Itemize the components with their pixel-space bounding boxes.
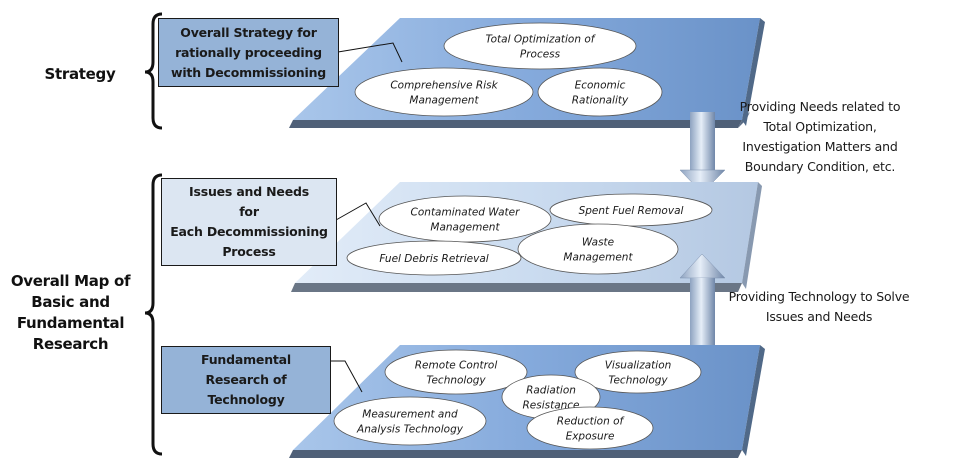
item-ellipse xyxy=(574,350,702,394)
box-line: Research of xyxy=(205,372,287,387)
item-label: Contaminated Water xyxy=(411,207,521,219)
item-label: Visualization xyxy=(605,360,672,372)
item-label: Rationality xyxy=(572,95,629,107)
strategy-side-label: Strategy xyxy=(44,65,116,83)
item-label: Process xyxy=(520,49,561,61)
item-ellipse xyxy=(517,223,679,275)
box-line: with Decommissioning xyxy=(170,64,327,80)
note-line: Boundary Condition, etc. xyxy=(744,159,896,174)
box-line: Issues and Needs xyxy=(189,184,309,199)
overall-map-side-label: Overall Map of Basic and Fundamental Res… xyxy=(8,271,133,355)
item-ellipse xyxy=(537,67,663,117)
issues-item: Fuel Debris Retrieval xyxy=(346,240,522,276)
overall-map-brace xyxy=(144,173,163,456)
item-label: Radiation xyxy=(526,385,576,397)
item-ellipse xyxy=(333,396,487,446)
item-label: Technology xyxy=(426,375,486,387)
box-line: Each Decommissioning xyxy=(170,224,328,239)
item-ellipse xyxy=(346,240,522,276)
item-label: Management xyxy=(409,95,479,107)
item-label: Economic xyxy=(575,80,626,92)
fundamental-connector xyxy=(330,360,363,393)
note-line: Investigation Matters and xyxy=(742,139,898,154)
box-line: Technology xyxy=(207,392,285,407)
item-label: Management xyxy=(563,252,633,264)
note-line: Total Optimization, xyxy=(763,119,877,134)
item-label: Reduction of xyxy=(557,416,626,428)
box-line: rationally proceeding xyxy=(175,44,322,60)
item-label: Measurement and xyxy=(362,409,458,421)
issues-item: Spent Fuel Removal xyxy=(549,193,713,227)
fundamental-item: Reduction of Exposure xyxy=(526,406,654,450)
item-label: Management xyxy=(430,222,500,234)
item-label: Analysis Technology xyxy=(356,424,464,436)
item-label: Technology xyxy=(608,375,668,387)
item-label: Comprehensive Risk xyxy=(390,80,498,92)
down-arrow xyxy=(679,112,726,194)
item-ellipse xyxy=(354,67,534,117)
strategy-item: Total Optimization of Process xyxy=(443,22,637,70)
item-label: Total Optimization of xyxy=(486,34,597,46)
item-ellipse xyxy=(526,406,654,450)
box-line: Fundamental xyxy=(201,352,291,367)
note-line: Providing Technology to Solve xyxy=(728,289,910,304)
item-label: Fuel Debris Retrieval xyxy=(379,253,488,265)
up-arrow-note: Providing Technology to Solve Issues and… xyxy=(712,287,926,327)
overall-map-line: Research xyxy=(32,335,109,353)
item-label: Spent Fuel Removal xyxy=(579,205,684,217)
item-ellipse xyxy=(384,349,528,395)
item-label: Remote Control xyxy=(415,360,498,372)
issues-connector xyxy=(335,202,381,227)
box-line: Overall Strategy for xyxy=(180,24,317,40)
down-arrow-note: Providing Needs related to Total Optimiz… xyxy=(720,97,920,177)
issues-category-box: Issues and Needs for Each Decommissionin… xyxy=(161,178,337,266)
fundamental-category-box: Fundamental Research of Technology xyxy=(161,346,331,414)
item-ellipse xyxy=(443,22,637,70)
note-line: Issues and Needs xyxy=(765,309,873,324)
strategy-category-box: Overall Strategy for rationally proceedi… xyxy=(158,18,339,87)
item-label: Waste xyxy=(582,237,614,249)
strategy-connector xyxy=(337,42,403,63)
note-line: Providing Needs related to xyxy=(739,99,901,114)
overall-map-line: Overall Map of xyxy=(10,272,131,290)
overall-map-line: Basic and xyxy=(31,293,110,311)
box-line: Process xyxy=(222,244,276,259)
item-label: Exposure xyxy=(566,431,615,443)
strategy-brace xyxy=(144,12,163,130)
overall-map-line: Fundamental xyxy=(16,314,125,332)
box-line: for xyxy=(239,204,259,219)
item-ellipse xyxy=(378,195,552,243)
